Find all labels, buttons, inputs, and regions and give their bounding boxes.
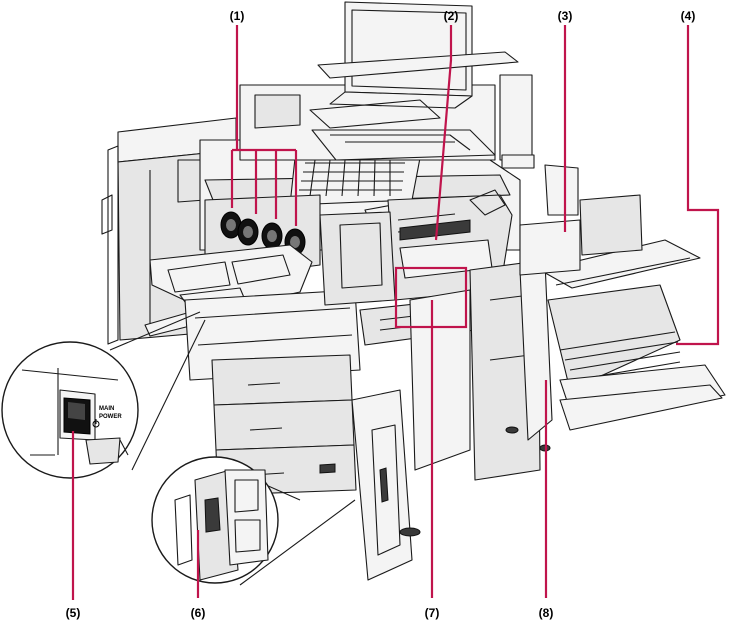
right-side-unit <box>409 164 726 481</box>
callout-2: (2) <box>444 9 459 23</box>
leader-1 <box>230 25 298 226</box>
inset-main-power: MAIN POWER <box>1 311 206 479</box>
main-power-text-line1: MAIN <box>99 406 114 412</box>
bypass-feed-rollers <box>559 331 681 381</box>
toner-cartridge-m <box>261 222 283 250</box>
leader-2 <box>434 25 453 241</box>
callout-8: (8) <box>539 606 554 620</box>
callout-labels: (1) (2) (3) (4) (5) (6) (7) (8) <box>66 9 696 620</box>
main-power-text-line2: POWER <box>99 414 122 420</box>
callout-4: (4) <box>681 9 696 23</box>
toner-cartridge-k <box>220 211 242 239</box>
main-power-switch-rocker <box>63 397 91 435</box>
document-feeder <box>239 1 535 169</box>
fuser-rollers <box>399 219 471 241</box>
leader-4 <box>676 25 720 346</box>
lower-right-door-open <box>351 389 413 581</box>
callout-1: (1) <box>230 9 245 23</box>
callout-7: (7) <box>425 606 440 620</box>
leader-7-highlight <box>394 266 468 329</box>
callout-5: (5) <box>66 606 81 620</box>
toner-cartridge-c <box>237 218 259 246</box>
callout-3: (3) <box>558 9 573 23</box>
keypad-grid <box>299 159 405 197</box>
callout-leaders <box>71 25 720 600</box>
callout-6: (6) <box>191 606 206 620</box>
